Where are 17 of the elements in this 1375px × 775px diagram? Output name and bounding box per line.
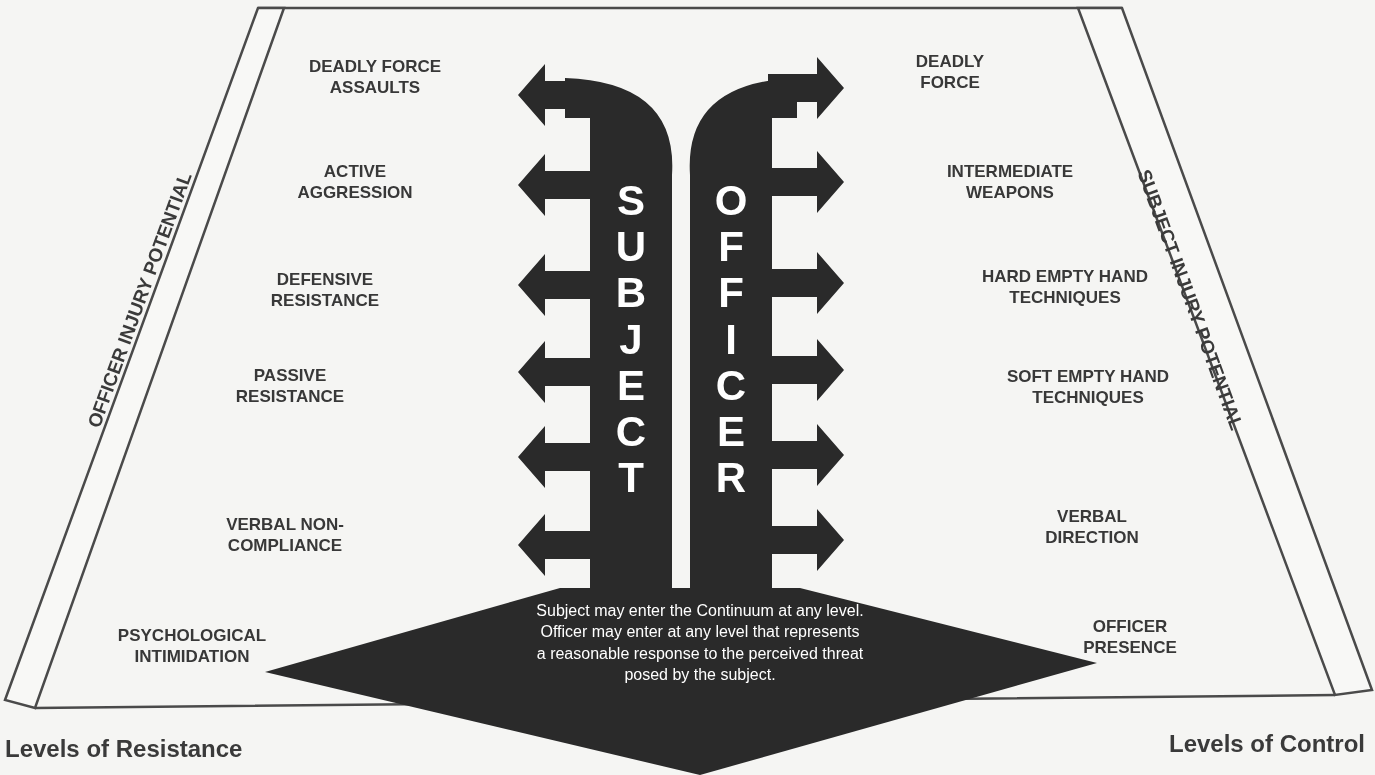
- column-label: SUBJECT: [614, 178, 648, 502]
- level-label: VERBAL DIRECTION: [1044, 505, 1140, 549]
- level-label: PSYCHOLOGICAL INTIMIDATION: [116, 624, 268, 668]
- note-text: Subject may enter the Continuum at any level. Officer may enter at any level that represents a reasonable response to the perceived threat posed by the subject.: [535, 601, 865, 685]
- level-label: DEADLY FORCE: [914, 50, 986, 94]
- axis-title: Levels of Resistance: [5, 735, 243, 763]
- axis-title: Levels of Control: [1168, 730, 1365, 758]
- level-label: DEFENSIVE RESISTANCE: [269, 268, 381, 312]
- level-label: PASSIVE RESISTANCE: [234, 364, 346, 408]
- level-label: DEADLY FORCE ASSAULTS: [307, 55, 443, 99]
- level-label: ACTIVE AGGRESSION: [296, 160, 414, 204]
- level-label: OFFICER PRESENCE: [1082, 615, 1178, 659]
- level-label: INTERMEDIATE WEAPONS: [945, 160, 1075, 204]
- level-label: SOFT EMPTY HAND TECHNIQUES: [1005, 365, 1171, 409]
- level-label: VERBAL NON-COMPLIANCE: [225, 513, 345, 557]
- level-label: HARD EMPTY HAND TECHNIQUES: [981, 265, 1149, 309]
- column-label: OFFICER: [714, 178, 748, 502]
